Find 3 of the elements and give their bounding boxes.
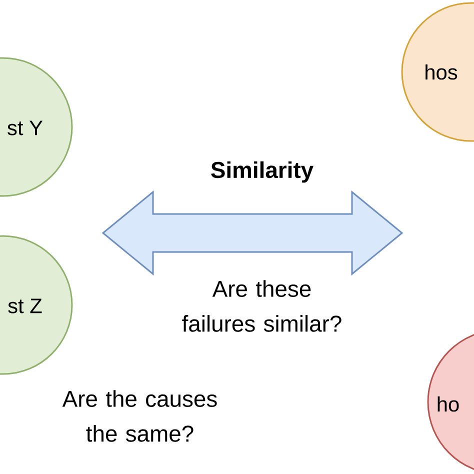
question-text: Are these failures similar? — [182, 280, 342, 332]
question-text: Are the causes the same? — [62, 390, 217, 442]
heading: Similarity — [211, 161, 314, 183]
